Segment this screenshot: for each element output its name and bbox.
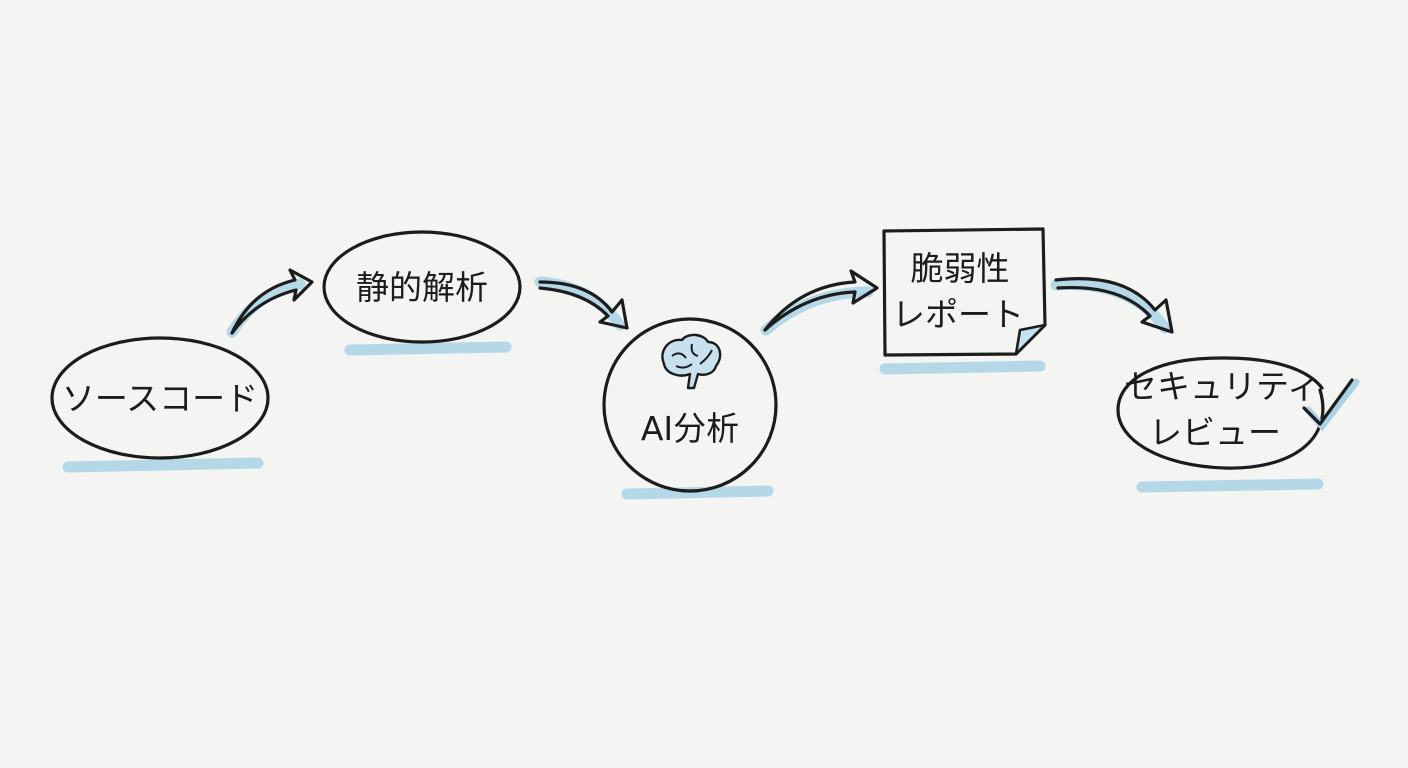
check-icon (1302, 378, 1360, 432)
step-label-line1: 脆弱性 (911, 249, 1010, 288)
step-label: 静的解析 (356, 268, 488, 307)
step-vulnerability-report: 脆弱性 レポート (882, 227, 1047, 357)
highlight-ai (621, 485, 774, 500)
highlight-source (62, 457, 264, 473)
brain-icon (661, 333, 722, 390)
arrow-icon (226, 268, 314, 338)
step-security-review: セキュリティ レビュー (1116, 356, 1360, 470)
step-label: ソースコード (62, 379, 258, 418)
step-label: AI分析 (641, 409, 739, 448)
arrow-icon (534, 276, 629, 331)
step-static-analysis: 静的解析 (322, 230, 522, 344)
step-label-line2: レビュー (1149, 413, 1281, 452)
arrow-icon (1050, 277, 1174, 334)
arrow-icon (760, 269, 879, 336)
step-label-line1: セキュリティ (1124, 367, 1320, 406)
step-ai-analysis: AI分析 (602, 317, 778, 493)
step-source-code: ソースコード (50, 336, 270, 460)
highlight-review (1136, 478, 1324, 493)
highlight-report (879, 360, 1046, 375)
highlight-static (344, 341, 512, 356)
step-label-line2: レポート (892, 295, 1024, 334)
